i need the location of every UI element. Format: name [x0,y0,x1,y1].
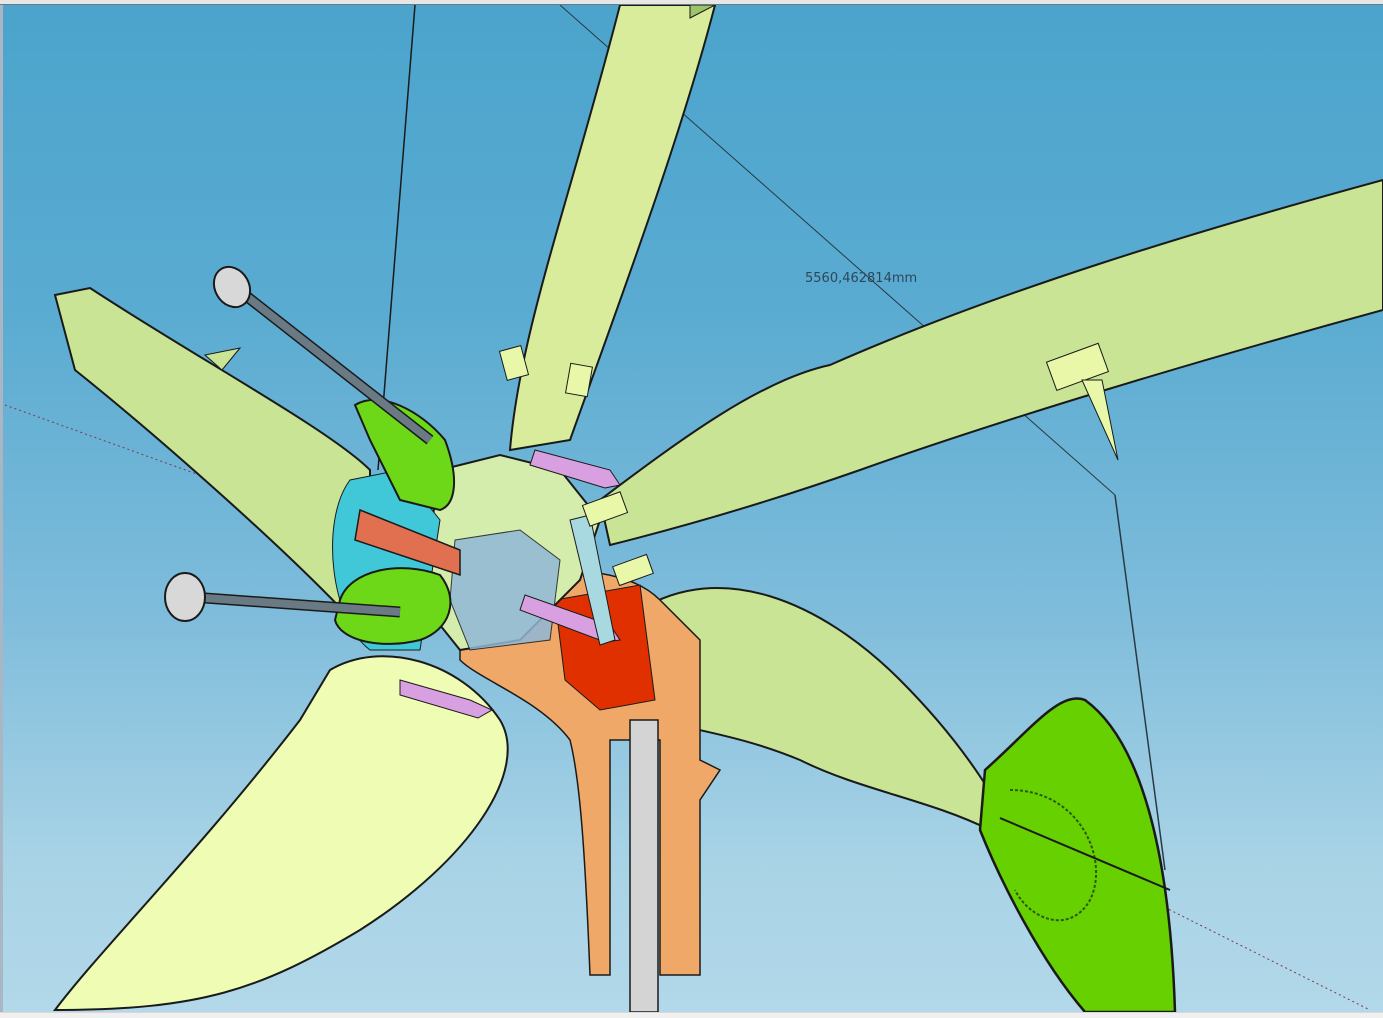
model-scene[interactable] [3,5,1383,1012]
pitch-rod-upper [242,291,433,444]
axis-guide-line [4,404,381,541]
mast [629,719,659,1012]
dimension-label: 5560,462814mm [805,271,918,286]
gear-rack [354,508,461,577]
arm-top [529,449,621,489]
knob-upper [212,265,252,309]
left-border [0,5,3,1012]
pitch-rod-lower [204,594,401,616]
knob-lower [164,572,206,622]
arm-bottom [399,679,494,719]
tail-fin [978,697,1177,1012]
blade-bottom [52,655,509,1012]
blade-top [508,5,717,452]
link-bar [569,514,616,646]
3d-viewport[interactable]: 5560,462814mm [3,5,1383,1012]
status-bar [0,1012,1383,1018]
blade-right [598,178,1383,547]
blade-left [53,286,371,643]
